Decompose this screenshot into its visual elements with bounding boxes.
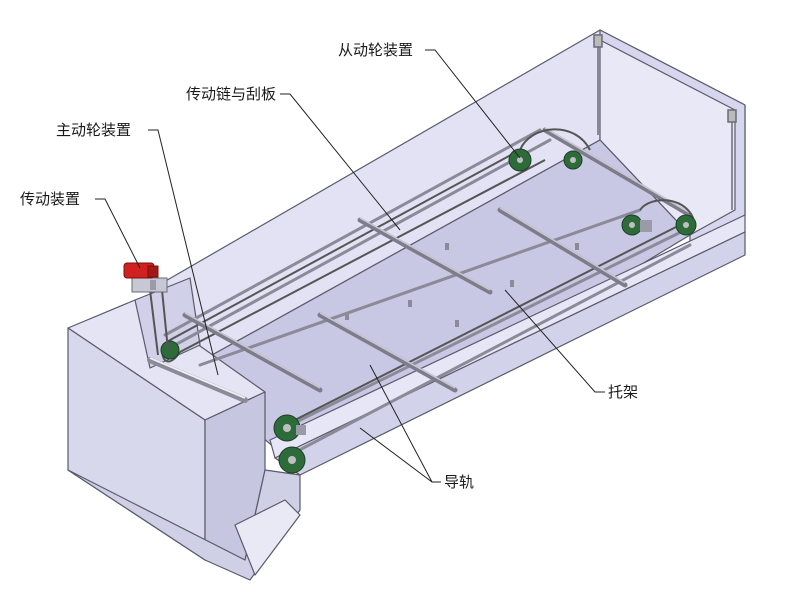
drive-wheel-assembly (147, 289, 306, 474)
label-drive-wheel: 主动轮装置 (56, 121, 131, 139)
label-bracket: 托架 (608, 383, 638, 401)
tank-right-inner-face (599, 39, 736, 236)
motor-base (131, 277, 168, 293)
drive-chains (169, 149, 681, 426)
label-guide-rail: 导轨 (444, 473, 474, 491)
label-driven-wheel: 从动轮装置 (338, 41, 413, 59)
label-drive-unit: 传动装置 (20, 190, 80, 208)
leader-lines (95, 49, 605, 483)
driven-wheel-assembly (508, 128, 697, 236)
cross-bars (182, 127, 693, 393)
drive-wheel-top (160, 340, 180, 360)
rail-3 (198, 208, 642, 367)
rail-5 (288, 243, 692, 457)
rail-2 (173, 138, 552, 347)
scraper-bar-1 (357, 217, 493, 295)
bracket-bar-2 (497, 207, 628, 288)
tank-body (67, 29, 746, 581)
scraper-bar-2 (182, 312, 323, 393)
mounting-studs (345, 243, 579, 327)
drive-unit (123, 262, 168, 293)
rail-1 (163, 128, 542, 337)
label-chain-scraper: 传动链与刮板 (186, 85, 276, 103)
tank-hopper-opening (234, 499, 301, 576)
cross-bar-highlights (184, 127, 691, 389)
guide-rails (163, 128, 692, 457)
right-wall-posts (593, 34, 737, 210)
rail-4 (278, 228, 687, 432)
bracket-bar-1 (317, 312, 458, 393)
